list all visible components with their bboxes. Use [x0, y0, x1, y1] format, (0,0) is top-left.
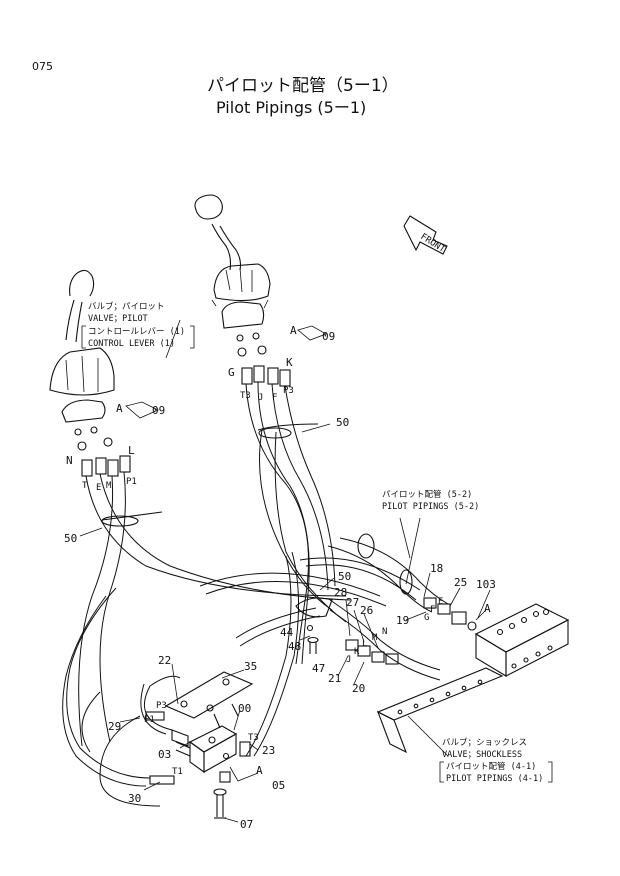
note-left-valve-jp: バルブ；パイロット	[88, 301, 165, 312]
callout-p3: P3	[156, 701, 167, 711]
bolt-47	[306, 624, 319, 654]
mounting-plate	[164, 671, 254, 774]
callout-f: F	[272, 393, 277, 403]
callout-a: A	[484, 602, 491, 615]
callout-m: M	[372, 633, 378, 643]
callout-26: 26	[360, 604, 373, 617]
callout-j: J	[258, 393, 263, 403]
callout-07: 07	[240, 818, 253, 831]
title-japanese: パイロット配管（5ー1）	[207, 76, 399, 96]
note-pilot52-jp: パイロット配管 (5-2)	[382, 489, 472, 500]
callout-a: A	[256, 764, 263, 777]
shockless-note-bracket-right	[548, 761, 553, 783]
bolt-07	[213, 771, 231, 819]
callout-09: 09	[322, 330, 335, 343]
callout-47: 47	[312, 662, 325, 675]
callout-l: L	[128, 444, 135, 457]
left-note-bracket	[81, 325, 86, 349]
callout-20: 20	[352, 682, 365, 695]
note-shockless-jp: バルブ；ショックレス	[442, 737, 527, 748]
note-pilot52-en: PILOT PIPINGS (5-2)	[382, 502, 479, 512]
callout-m: M	[106, 481, 112, 491]
support-bracket	[376, 667, 504, 754]
note-left-lever-en: CONTROL LEVER (1)	[88, 339, 175, 349]
title-english: Pilot Pipings (5ー1)	[216, 98, 367, 117]
callout-a: A	[290, 324, 297, 337]
left-control-lever	[49, 269, 115, 423]
callout-18: 18	[430, 562, 443, 575]
callout-a: A	[116, 402, 123, 415]
callout-29: 29	[108, 720, 121, 733]
note-left-lever-jp: コントロールレバー (1)	[88, 327, 185, 337]
callout-p3: P3	[283, 386, 294, 396]
callout-f: F	[430, 605, 435, 615]
crossing-hoses	[199, 533, 449, 681]
callout-23: 23	[262, 744, 275, 757]
callout-p1: P1	[126, 477, 137, 487]
callout-35: 35	[244, 660, 257, 673]
callout-t: T	[82, 481, 88, 491]
callout-05: 05	[272, 779, 285, 792]
note-pilot41-jp: パイロット配管 (4-1)	[446, 761, 536, 772]
callout-50: 50	[64, 532, 77, 545]
right-lever-hoses	[245, 381, 347, 665]
callout-44: 44	[280, 626, 294, 639]
callout-g: G	[424, 613, 429, 623]
callout-21: 21	[328, 672, 341, 685]
lower-hoses	[62, 551, 300, 807]
callout-03: 03	[158, 748, 171, 761]
callout-k: K	[286, 356, 293, 369]
callout-e: E	[96, 483, 101, 493]
callout-g: G	[228, 366, 235, 379]
left-lever-hoses	[78, 471, 351, 747]
callout-50: 50	[338, 570, 351, 583]
callout-00: 00	[238, 702, 251, 715]
callout-28: 28	[334, 586, 347, 599]
shockless-valve-block	[474, 603, 570, 677]
manifold-fittings	[345, 597, 477, 665]
callout-e: E	[438, 597, 443, 607]
callout-25: 25	[454, 576, 467, 589]
callout-22: 22	[158, 654, 171, 667]
front-arrow-icon: FRONT	[403, 215, 448, 255]
callout-k: K	[354, 647, 360, 657]
callout-l: L	[362, 639, 367, 649]
page-number: 075	[32, 60, 53, 73]
callout-n: N	[66, 454, 73, 467]
callout-t3: T3	[248, 733, 259, 743]
callout-t3: T3	[240, 391, 251, 401]
callout-48: 48	[288, 640, 301, 653]
note-shockless-en: VALVE；SHOCKLESS	[442, 750, 522, 760]
callout-p1: P1	[144, 715, 155, 725]
callout-30: 30	[128, 792, 141, 805]
callout-103: 103	[476, 578, 496, 591]
callout-09: 09	[152, 404, 165, 417]
right-valve-fittings	[236, 332, 291, 387]
leader-lines	[79, 319, 491, 823]
callout-t1: T1	[172, 767, 183, 777]
callout-j: J	[346, 655, 351, 665]
callout-19: 19	[396, 614, 409, 627]
left-note-bracket-right	[190, 325, 195, 349]
right-control-lever	[194, 194, 271, 329]
note-pilot41-en: PILOT PIPINGS (4-1)	[446, 774, 543, 784]
callout-n: N	[382, 627, 387, 637]
callout-27: 27	[346, 596, 359, 609]
note-left-valve-en: VALVE；PILOT	[88, 314, 148, 324]
shockless-note-bracket	[439, 761, 444, 783]
callout-50: 50	[336, 416, 349, 429]
left-valve-fittings	[74, 426, 131, 477]
